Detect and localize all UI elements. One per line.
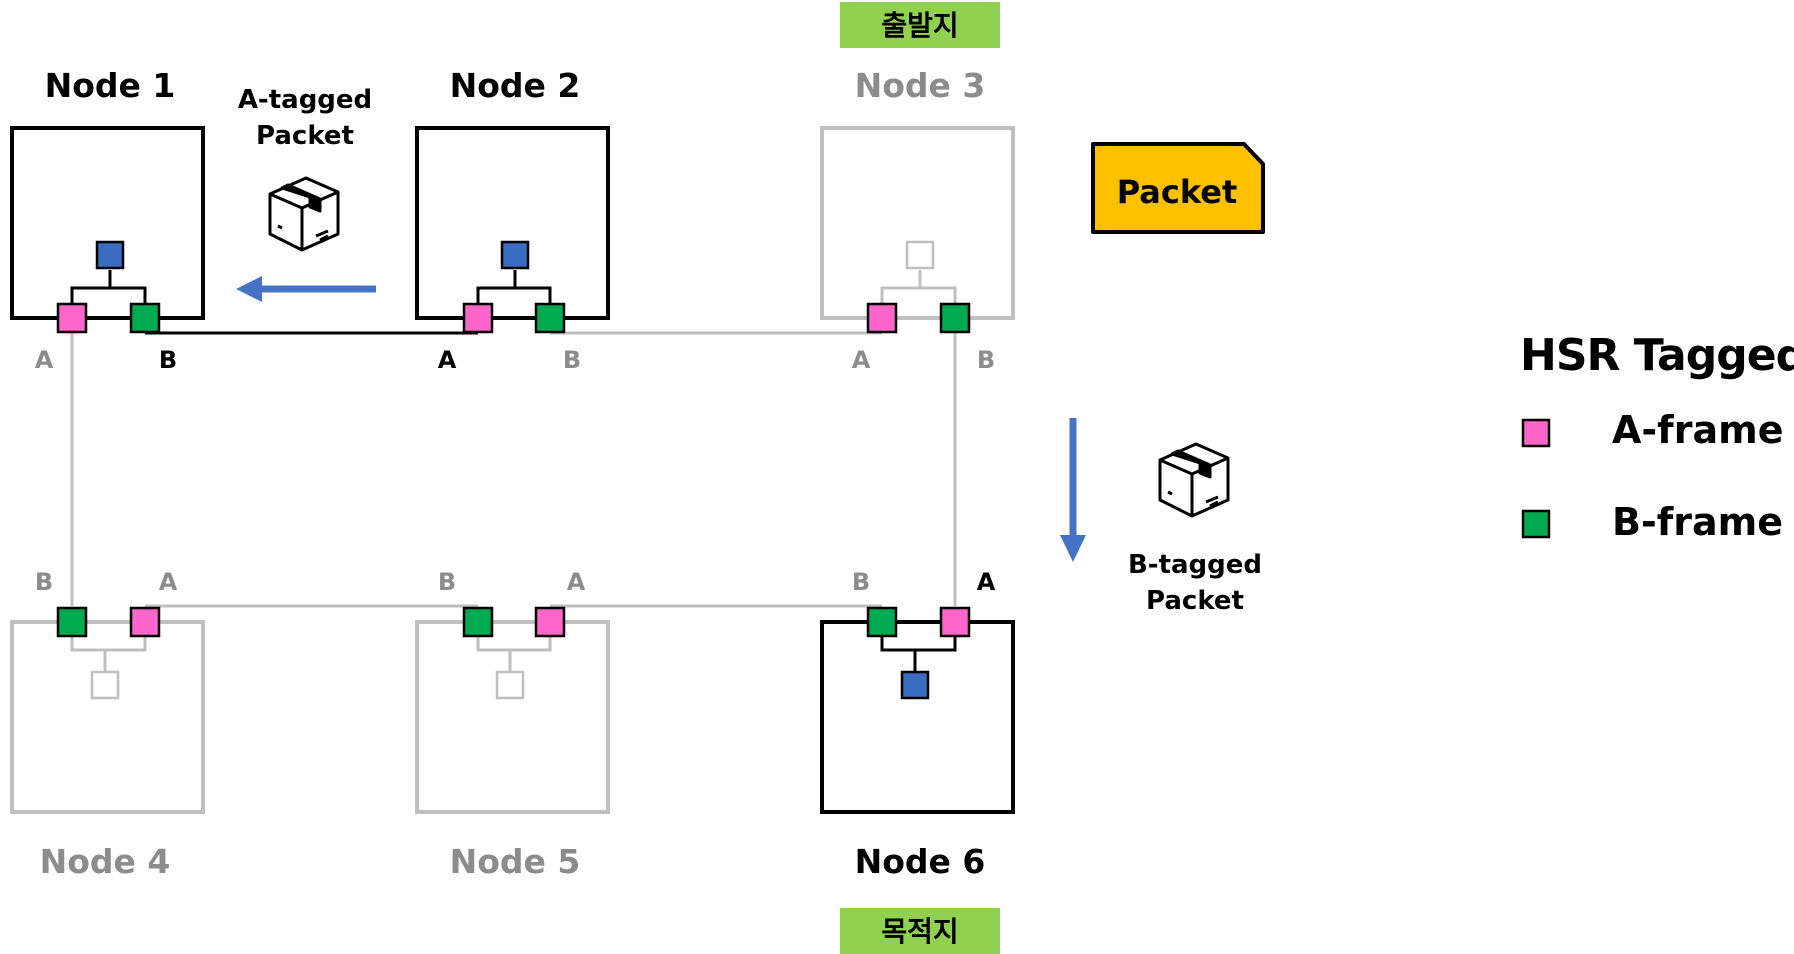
source-badge: 출발지	[840, 2, 1000, 48]
port-label-a: A	[852, 346, 871, 374]
packet-card-label: Packet	[1117, 173, 1238, 211]
node-6	[820, 606, 1015, 814]
host-port	[500, 240, 530, 270]
legend-title: HSR Tagged	[1520, 330, 1794, 381]
port-b	[866, 606, 898, 638]
port-label-b: B	[438, 568, 456, 596]
port-label-a: A	[567, 568, 586, 596]
node-4	[10, 606, 205, 814]
port-label-b: B	[159, 346, 177, 374]
port-a	[866, 302, 898, 334]
packet-card: Packet	[1091, 142, 1265, 234]
port-label-a: A	[35, 346, 54, 374]
b-tagged-caption-line1: B-tagged	[1128, 550, 1262, 580]
a-tagged-caption-line2: Packet	[256, 121, 354, 151]
box-icon	[1158, 442, 1230, 518]
node-5-title: Node 5	[450, 842, 581, 881]
legend-b-frame-swatch	[1521, 509, 1551, 539]
node-4-title: Node 4	[40, 842, 171, 881]
port-label-a: A	[438, 346, 457, 374]
port-b	[56, 606, 88, 638]
node-3	[820, 126, 1015, 334]
source-badge-label: 출발지	[881, 9, 958, 42]
port-label-b: B	[852, 568, 870, 596]
arrow-down	[1060, 418, 1086, 562]
port-b	[129, 302, 161, 334]
port-label-b: B	[977, 346, 995, 374]
arrow-left	[236, 276, 376, 302]
host-port	[90, 670, 120, 700]
node-3-title: Node 3	[855, 66, 986, 105]
destination-badge-label: 목적지	[881, 915, 958, 948]
destination-badge: 목적지	[840, 908, 1000, 954]
node-5	[415, 606, 610, 814]
b-tagged-caption-line2: Packet	[1146, 586, 1244, 616]
node-2	[415, 126, 610, 334]
port-label-b: B	[563, 346, 581, 374]
port-b	[939, 302, 971, 334]
box-icon	[268, 176, 340, 252]
node-6-title: Node 6	[855, 842, 986, 881]
port-b	[462, 606, 494, 638]
host-port	[900, 670, 930, 700]
port-label-b: B	[35, 568, 53, 596]
port-a	[56, 302, 88, 334]
host-port	[495, 670, 525, 700]
legend-a-frame-swatch	[1521, 418, 1551, 448]
port-a	[939, 606, 971, 638]
host-port	[905, 240, 935, 270]
port-label-a: A	[977, 568, 996, 596]
host-port	[95, 240, 125, 270]
legend-a-frame-label: A-frame	[1612, 408, 1783, 452]
node-1	[10, 126, 205, 334]
port-a	[534, 606, 566, 638]
node-1-title: Node 1	[45, 66, 176, 105]
legend: HSR Tagged A-frame B-frame	[1520, 330, 1794, 544]
node-2-title: Node 2	[450, 66, 581, 105]
legend-b-frame-label: B-frame	[1612, 500, 1783, 544]
port-a	[462, 302, 494, 334]
port-a	[129, 606, 161, 638]
a-tagged-caption-line1: A-tagged	[238, 85, 372, 115]
port-label-a: A	[159, 568, 178, 596]
port-b	[534, 302, 566, 334]
